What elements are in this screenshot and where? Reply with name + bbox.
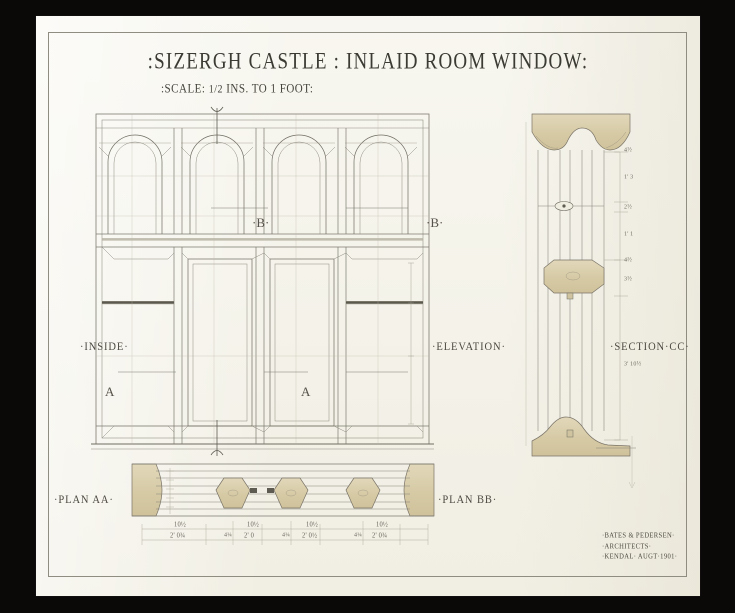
section-dimension-value: 1' 1 <box>624 231 634 238</box>
drawing-sheet: :SIZERGH CASTLE : INLAID ROOM WINDOW: :S… <box>36 16 700 596</box>
section-marker-a-left: A <box>105 384 115 399</box>
plan-dimension-lower: 2' 0¾ <box>372 532 388 540</box>
section-sill-moulding <box>531 416 631 457</box>
plan-left-jamb <box>131 463 163 517</box>
plan-dimension-lines <box>141 521 429 545</box>
plan-dimension-lower: 2' 0¾ <box>170 532 186 540</box>
section-cc-drawing <box>525 113 636 489</box>
section-dimension-value: 4½ <box>624 147 632 154</box>
section-dimension-value: 4½ <box>624 257 632 264</box>
architectural-drawing <box>91 106 636 545</box>
section-marker-a-right: A <box>301 384 311 399</box>
plan-drawing <box>131 463 435 545</box>
section-transom-detail <box>538 201 604 211</box>
window-light <box>98 134 172 234</box>
plan-dimension-upper: 10½ <box>306 521 318 529</box>
scale-suffix: INS. TO 1 FOOT: <box>226 82 314 96</box>
section-head-moulding <box>531 113 631 151</box>
section-marker-b-left: ·B· <box>252 215 270 230</box>
section-dimension-value: 3½ <box>624 276 632 283</box>
scale-value: 1/2 <box>208 83 223 96</box>
section-dimension-chain <box>604 151 628 441</box>
plan-dimension-lower: 2' 0 <box>244 532 255 540</box>
architect-signature-block: ·BATES & PEDERSEN· ·ARCHITECTS· ·KENDAL·… <box>602 531 677 562</box>
plan-dimension-upper: 10½ <box>174 521 186 529</box>
elevation-dimension-ticks <box>408 262 414 425</box>
window-light <box>180 134 254 234</box>
label-section-cc: ·SECTION·CC· <box>610 341 690 354</box>
window-light <box>344 134 418 234</box>
signature-place-date: ·KENDAL· AUGT·1901· <box>602 553 678 561</box>
section-marker-b-right: ·B· <box>426 215 444 230</box>
plan-right-jamb <box>403 463 435 517</box>
sheet-border-rule <box>48 32 687 577</box>
plan-vertical-dimension-ladder <box>166 468 174 514</box>
label-elevation: ·ELEVATION· <box>432 341 506 354</box>
signature-firm: ·BATES & PEDERSEN· <box>602 532 675 540</box>
plan-dimension-mullion: 4¼ <box>282 532 290 539</box>
plan-mullion-block <box>345 477 381 509</box>
signature-profession: ·ARCHITECTS· <box>602 542 652 551</box>
plan-dimension-upper: 10½ <box>376 521 388 529</box>
label-plan-aa: ·PLAN AA· <box>54 494 114 507</box>
plan-dimension-mullion: 4¼ <box>224 532 232 539</box>
section-arrow-top <box>210 106 224 144</box>
section-arrow-bottom <box>210 420 224 456</box>
scale-note: :SCALE: 1/2 INS. TO 1 FOOT: <box>161 82 313 96</box>
label-inside: ·INSIDE· <box>80 341 129 354</box>
section-mullion-block <box>543 259 605 294</box>
page-title: :SIZERGH CASTLE : INLAID ROOM WINDOW: <box>147 49 589 75</box>
window-light <box>262 134 336 234</box>
plan-dimension-lower: 2' 0½ <box>302 532 318 540</box>
section-dimension-value: 1' 3 <box>624 174 634 181</box>
label-plan-bb: ·PLAN BB· <box>438 494 498 507</box>
plan-dimension-upper: 10½ <box>247 521 259 529</box>
plan-mullion-block <box>267 477 309 509</box>
plan-mullion-block <box>215 477 257 509</box>
scale-prefix: :SCALE: <box>161 82 206 96</box>
section-dimension-value: 2½ <box>624 204 632 211</box>
plan-dimension-mullion: 4¼ <box>354 532 362 539</box>
section-dimension-value: 3' 10½ <box>624 361 642 368</box>
elevation-drawing <box>91 106 434 456</box>
